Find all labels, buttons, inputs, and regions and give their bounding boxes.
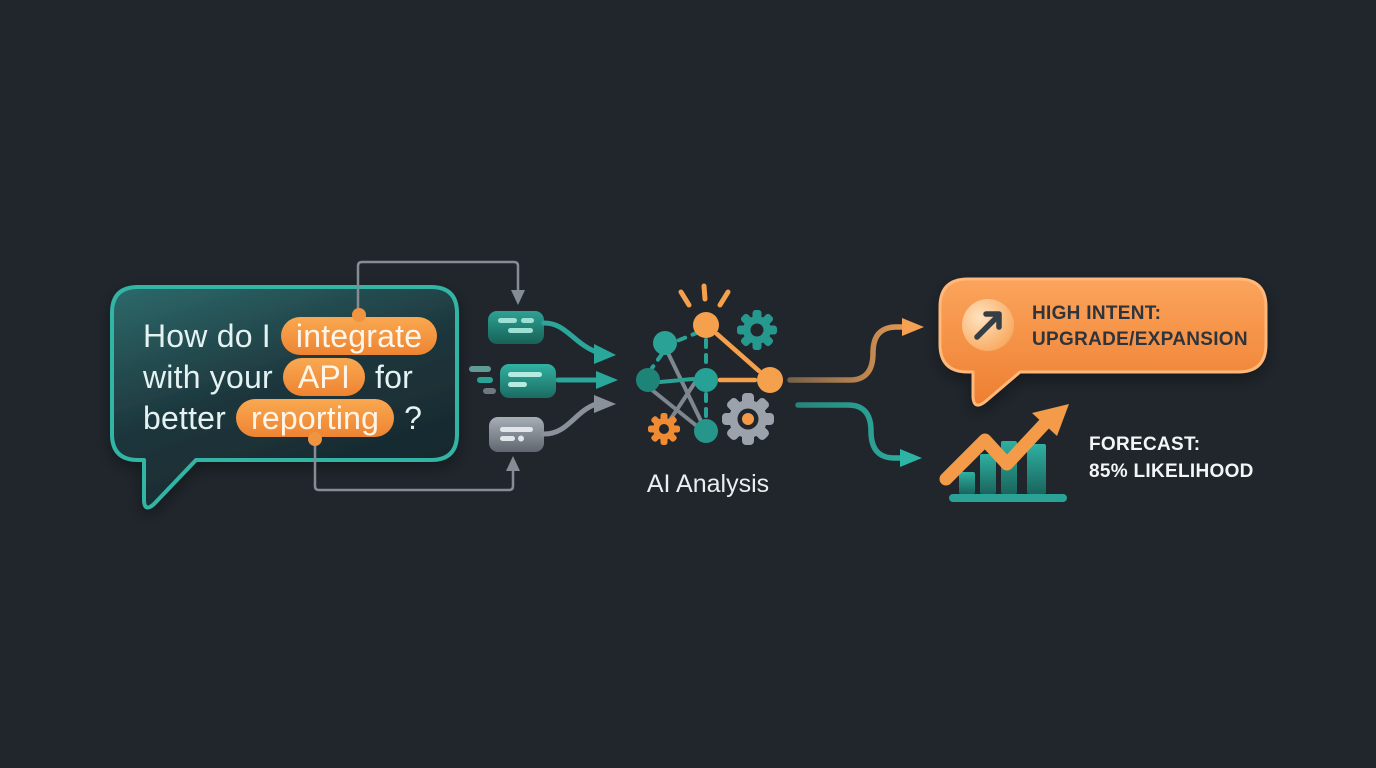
keyword-pill-reporting: reporting <box>236 399 395 446</box>
card-arrow-3 <box>541 395 616 437</box>
intent-bubble <box>938 277 1268 407</box>
highlight-connector-top <box>356 260 525 311</box>
keyword-pill-integrate: integrate <box>280 308 438 355</box>
chat-line-3: better reporting ? <box>143 398 423 446</box>
chat-line-1: How do I integrate <box>143 308 438 356</box>
chat-text: ? <box>404 399 423 436</box>
chart-baseline <box>949 494 1067 502</box>
ai-to-forecast-arrow <box>795 402 922 467</box>
chat-text: for <box>375 358 413 395</box>
speed-lines <box>469 366 496 394</box>
message-card-2 <box>500 364 556 398</box>
card-arrow-1 <box>541 320 616 364</box>
ai-analysis-label: AI Analysis <box>646 470 770 498</box>
spark-rays-icon <box>678 283 731 308</box>
card-arrow-2 <box>555 371 618 389</box>
forecast-text: FORECAST: 85% LIKELIHOOD <box>1089 431 1254 485</box>
chat-text: with your <box>143 358 273 395</box>
ai-network-icon <box>636 283 783 445</box>
keyword-text: API <box>297 359 351 395</box>
gear-icon <box>722 393 774 445</box>
intent-subtitle: UPGRADE/EXPANSION <box>1032 329 1248 350</box>
chat-text: better <box>143 399 227 436</box>
forecast-title: FORECAST: <box>1089 434 1201 455</box>
intent-text: HIGH INTENT: UPGRADE/EXPANSION <box>1032 301 1248 353</box>
intent-title: HIGH INTENT: <box>1032 303 1162 324</box>
pill-connector-nub <box>308 432 323 446</box>
ai-to-intent-arrow <box>787 318 924 383</box>
chat-line-2: with your API for <box>143 357 413 397</box>
highlight-connector-bottom <box>313 442 520 492</box>
growth-chart-icon <box>939 404 1069 502</box>
arrow-up-right-icon <box>974 311 1002 340</box>
chat-text: How do I <box>143 317 271 354</box>
message-card-1 <box>488 311 544 344</box>
network-nodes <box>636 312 783 443</box>
keyword-pill-api: API <box>282 358 366 396</box>
keyword-text: reporting <box>251 400 380 436</box>
gear-icon <box>737 310 777 350</box>
gear-icon <box>648 413 680 445</box>
message-card-3 <box>489 417 544 452</box>
keyword-text: integrate <box>295 318 423 354</box>
forecast-subtitle: 85% LIKELIHOOD <box>1089 461 1254 482</box>
pill-connector-nub <box>352 308 367 322</box>
trend-arrow-icon <box>939 404 1069 486</box>
